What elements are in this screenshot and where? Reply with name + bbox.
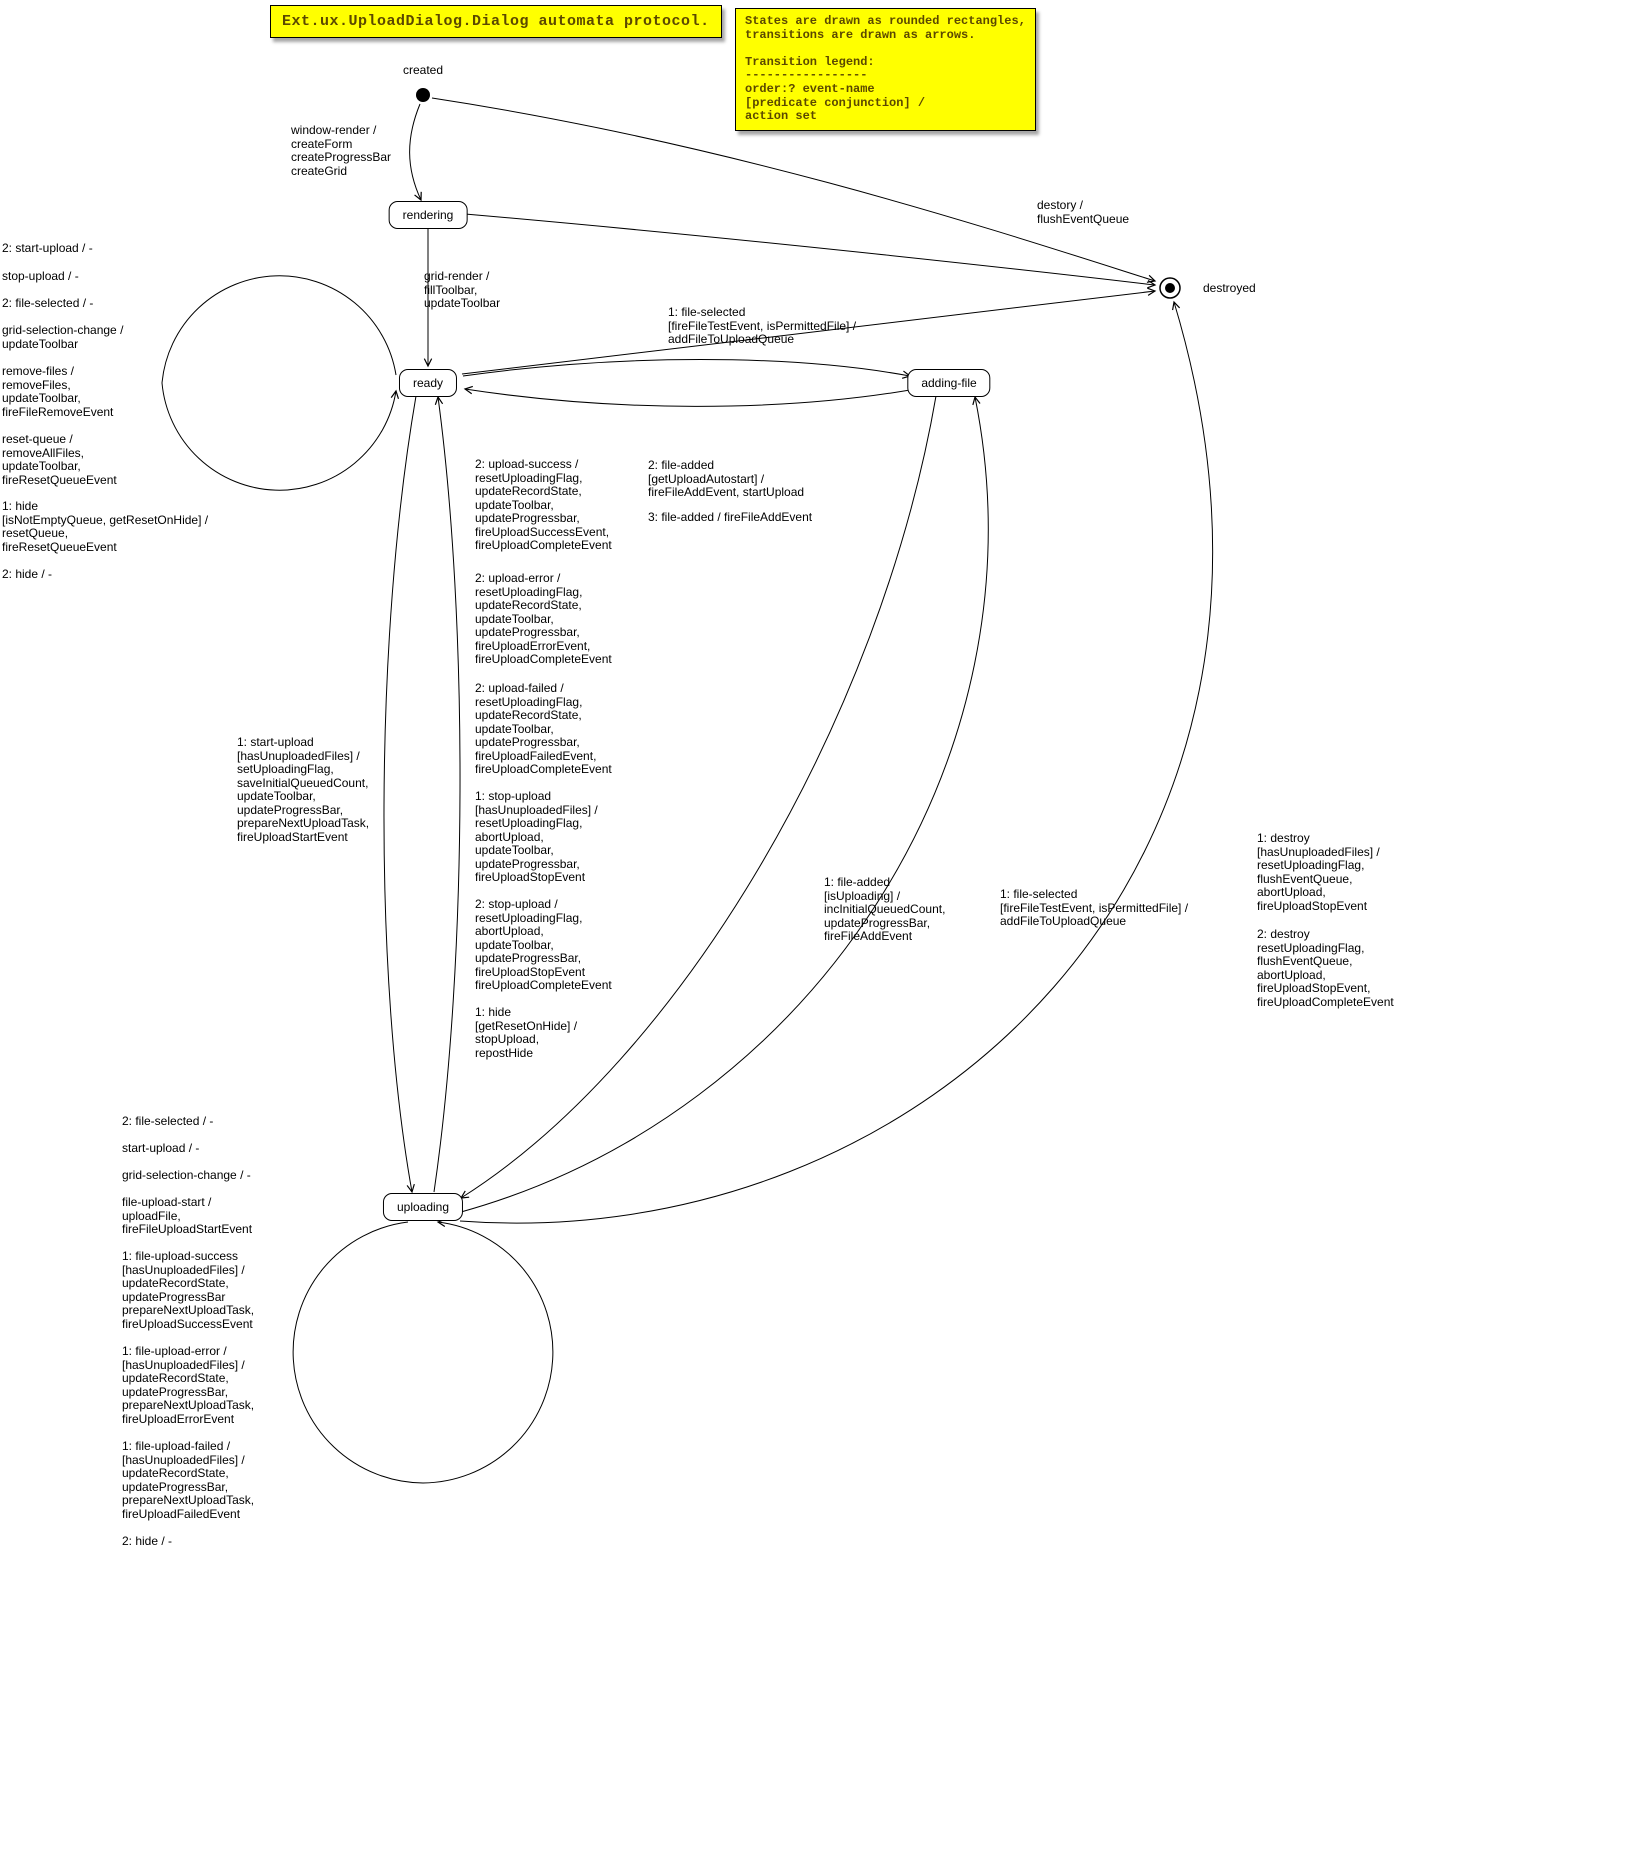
transition-label-stop-upload-1: 1: stop-upload [hasUnuploadedFiles] / re…	[475, 789, 598, 884]
transition-label-grid-render: grid-render / fillToolbar, updateToolbar	[424, 269, 501, 310]
edge-addingfile-ready	[463, 385, 911, 407]
state-ready: ready	[398, 369, 458, 397]
transition-label-file-added-plain: 3: file-added / fireFileAddEvent	[648, 510, 813, 524]
edge-rendering-destroyed	[464, 213, 1157, 289]
transition-label-file-added-isuploading: 1: file-added [isUploading] / incInitial…	[824, 875, 946, 943]
transition-label-ready-self-8: 2: hide / -	[2, 567, 53, 581]
transition-label-uploading-self-3: grid-selection-change / -	[122, 1168, 251, 1182]
edge-ready-addingfile	[462, 359, 912, 379]
title-note: Ext.ux.UploadDialog.Dialog automata prot…	[270, 5, 722, 38]
transition-label-stop-upload-2: 2: stop-upload / resetUploadingFlag, abo…	[475, 897, 612, 992]
transition-label-destroy-2: 2: destroy resetUploadingFlag, flushEven…	[1257, 927, 1394, 1009]
edge-uploading-ready	[433, 395, 461, 1193]
transition-label-upload-failed: 2: upload-failed / resetUploadingFlag, u…	[475, 681, 612, 776]
transition-label-uploading-self-1: 2: file-selected / -	[122, 1114, 214, 1128]
transition-label-uploading-self-2: start-upload / -	[122, 1141, 200, 1155]
transition-label-destory: destory / flushEventQueue	[1037, 198, 1130, 226]
initial-state-dot	[416, 88, 430, 102]
edge-created-destroyed	[431, 97, 1157, 283]
edge-ready-destroyed	[461, 287, 1157, 375]
edge-addingfile-uploading	[459, 395, 937, 1199]
transition-label-window-render: window-render / createForm createProgres…	[291, 123, 392, 178]
transition-label-ready-self-2: stop-upload / -	[2, 269, 79, 283]
transition-label-ready-self-1: 2: start-upload / -	[2, 241, 93, 255]
transition-label-file-selected-uploading: 1: file-selected [fireFileTestEvent, isP…	[1000, 887, 1189, 928]
transition-label-hide-reset: 1: hide [getResetOnHide] / stopUpload, r…	[475, 1005, 578, 1060]
state-adding-file: adding-file	[907, 369, 991, 397]
transition-label-file-selected-ready: 1: file-selected [fireFileTestEvent, isP…	[668, 305, 857, 346]
edge-uploading-destroyed	[459, 300, 1214, 1224]
state-rendering: rendering	[388, 201, 468, 229]
transition-label-uploading-self-6: 1: file-upload-error / [hasUnuploadedFil…	[122, 1344, 255, 1426]
state-uploading: uploading	[382, 1193, 464, 1221]
transition-label-upload-success: 2: upload-success / resetUploadingFlag, …	[475, 457, 612, 552]
transition-label-uploading-self-5: 1: file-upload-success [hasUnuploadedFil…	[122, 1249, 255, 1331]
state-label-created: created	[402, 63, 444, 77]
edge-ready-self-loop	[161, 275, 400, 491]
edge-created-rendering	[409, 103, 422, 202]
transition-label-ready-self-3: 2: file-selected / -	[2, 296, 94, 310]
transition-label-uploading-self-4: file-upload-start / uploadFile, fireFile…	[122, 1195, 253, 1236]
transition-label-ready-self-7: 1: hide [isNotEmptyQueue, getResetOnHide…	[2, 499, 209, 554]
edge-uploading-addingfile	[460, 395, 989, 1213]
transition-label-ready-self-6: reset-queue / removeAllFiles, updateTool…	[2, 432, 117, 487]
transition-label-ready-self-5: remove-files / removeFiles, updateToolba…	[2, 364, 114, 419]
transition-label-destroy-1: 1: destroy [hasUnuploadedFiles] / resetU…	[1257, 831, 1380, 913]
state-label-destroyed: destroyed	[1203, 281, 1256, 295]
legend-note: States are drawn as rounded rectangles, …	[735, 8, 1036, 131]
transition-label-file-added-autostart: 2: file-added [getUploadAutostart] / fir…	[648, 458, 805, 499]
transition-label-ready-self-4: grid-selection-change / updateToolbar	[2, 323, 124, 351]
transition-label-uploading-self-8: 2: hide / -	[122, 1534, 173, 1548]
transition-label-upload-error: 2: upload-error / resetUploadingFlag, up…	[475, 571, 612, 666]
final-state-dot	[1159, 277, 1181, 299]
transition-label-uploading-self-7: 1: file-upload-failed / [hasUnuploadedFi…	[122, 1439, 255, 1521]
transition-label-start-upload: 1: start-upload [hasUnuploadedFiles] / s…	[237, 735, 370, 844]
edge-ready-uploading	[383, 395, 417, 1194]
edge-uploading-self-loop	[292, 1218, 554, 1484]
